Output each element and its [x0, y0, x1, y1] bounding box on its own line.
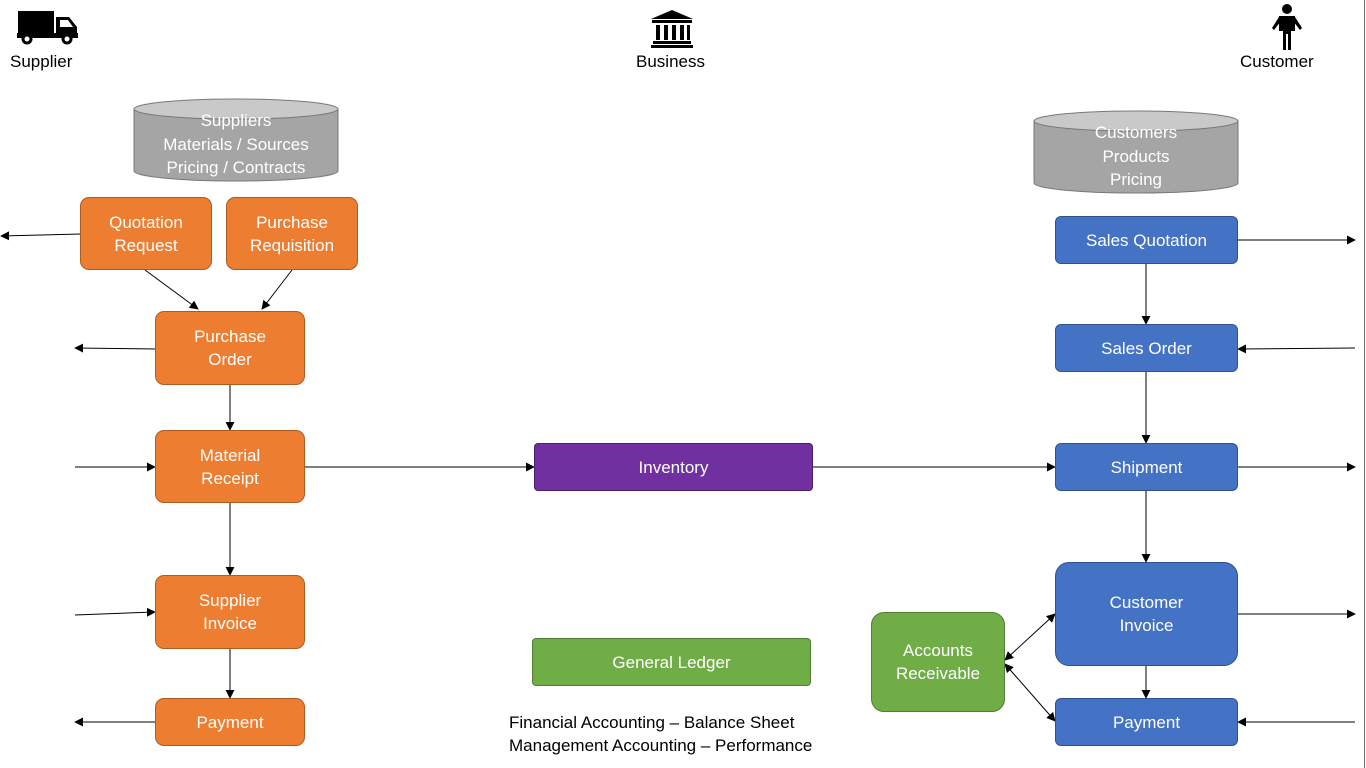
accounts-receivable-box[interactable]: Accounts Receivable — [871, 612, 1005, 712]
box-line: Receivable — [895, 664, 981, 683]
db-line: Products — [1102, 146, 1170, 166]
box-line: Quotation — [109, 212, 183, 232]
box-line: Material — [199, 445, 261, 465]
customer-invoice-box[interactable]: Customer Invoice — [1055, 562, 1238, 666]
quotation-request-box[interactable]: Quotation Request — [80, 197, 212, 270]
box-line: Request — [114, 235, 178, 255]
arrow-sales-order-in — [1237, 344, 1356, 354]
customer-payment-box[interactable]: Payment — [1055, 698, 1238, 746]
box-line: Payment — [1112, 712, 1181, 732]
db-line: Pricing — [1110, 170, 1162, 189]
box-line: Sales Quotation — [1086, 230, 1207, 250]
sales-order-box[interactable]: Sales Order — [1055, 324, 1238, 372]
lane-label-customer: Customer — [1240, 52, 1314, 71]
suppliers-database-label: Suppliers Materials / Sources Pricing / … — [134, 109, 338, 180]
db-line: Suppliers — [200, 111, 272, 130]
inventory-box[interactable]: Inventory — [534, 443, 813, 491]
db-line: Customers — [1094, 123, 1178, 142]
box-line: Supplier — [198, 591, 262, 610]
truck-icon — [17, 11, 78, 45]
lane-label-supplier: Supplier — [10, 52, 73, 71]
arrow-supplier-invoice-in — [74, 607, 156, 617]
bank-icon — [651, 10, 693, 48]
general-ledger-box[interactable]: General Ledger — [532, 638, 811, 686]
box-line: Payment — [196, 712, 264, 732]
arrow-requisition-to-po — [261, 269, 293, 310]
arrow-po-out — [74, 343, 157, 353]
box-line: General Ledger — [612, 652, 731, 672]
box-line: Purchase — [256, 212, 328, 232]
box-line: Order — [208, 350, 252, 369]
note-financial-accounting: Financial Accounting – Balance Sheet — [509, 713, 795, 732]
customers-database-label: Customers Products Pricing — [1034, 121, 1238, 192]
lane-label-business: Business — [636, 52, 705, 71]
box-line: Inventory — [638, 457, 709, 477]
person-icon — [1272, 4, 1302, 50]
slide-edge — [1364, 0, 1365, 768]
purchase-order-box[interactable]: Purchase Order — [155, 311, 305, 385]
suppliers-database-icon — [133, 98, 339, 182]
supplier-payment-box[interactable]: Payment — [155, 698, 305, 746]
shipment-box[interactable]: Shipment — [1055, 443, 1238, 491]
arrow-quotation-to-po — [144, 269, 199, 310]
db-line: Materials / Sources — [163, 134, 309, 154]
accounting-notes: Financial Accounting – Balance Sheet Man… — [509, 711, 812, 757]
db-line: Pricing / Contracts — [166, 158, 306, 177]
box-line: Requisition — [249, 235, 335, 255]
sales-quotation-box[interactable]: Sales Quotation — [1055, 216, 1238, 264]
box-line: Accounts — [903, 641, 973, 660]
supplier-invoice-box[interactable]: Supplier Invoice — [155, 575, 305, 649]
box-line: Receipt — [201, 468, 259, 488]
box-line: Invoice — [203, 614, 257, 633]
box-line: Sales Order — [1101, 338, 1192, 358]
purchase-requisition-box[interactable]: Purchase Requisition — [226, 197, 358, 270]
note-management-accounting: Management Accounting – Performance — [509, 736, 813, 755]
material-receipt-box[interactable]: Material Receipt — [155, 430, 305, 503]
arrow-receivable-invoice — [1004, 613, 1056, 661]
box-line: Shipment — [1110, 457, 1183, 477]
customers-database-icon — [1033, 110, 1239, 194]
box-line: Purchase — [194, 327, 266, 346]
arrow-quotation-out — [0, 231, 82, 241]
box-line: Invoice — [1119, 616, 1174, 635]
arrow-receivable-payment — [1004, 663, 1056, 722]
box-line: Customer — [1109, 593, 1184, 612]
